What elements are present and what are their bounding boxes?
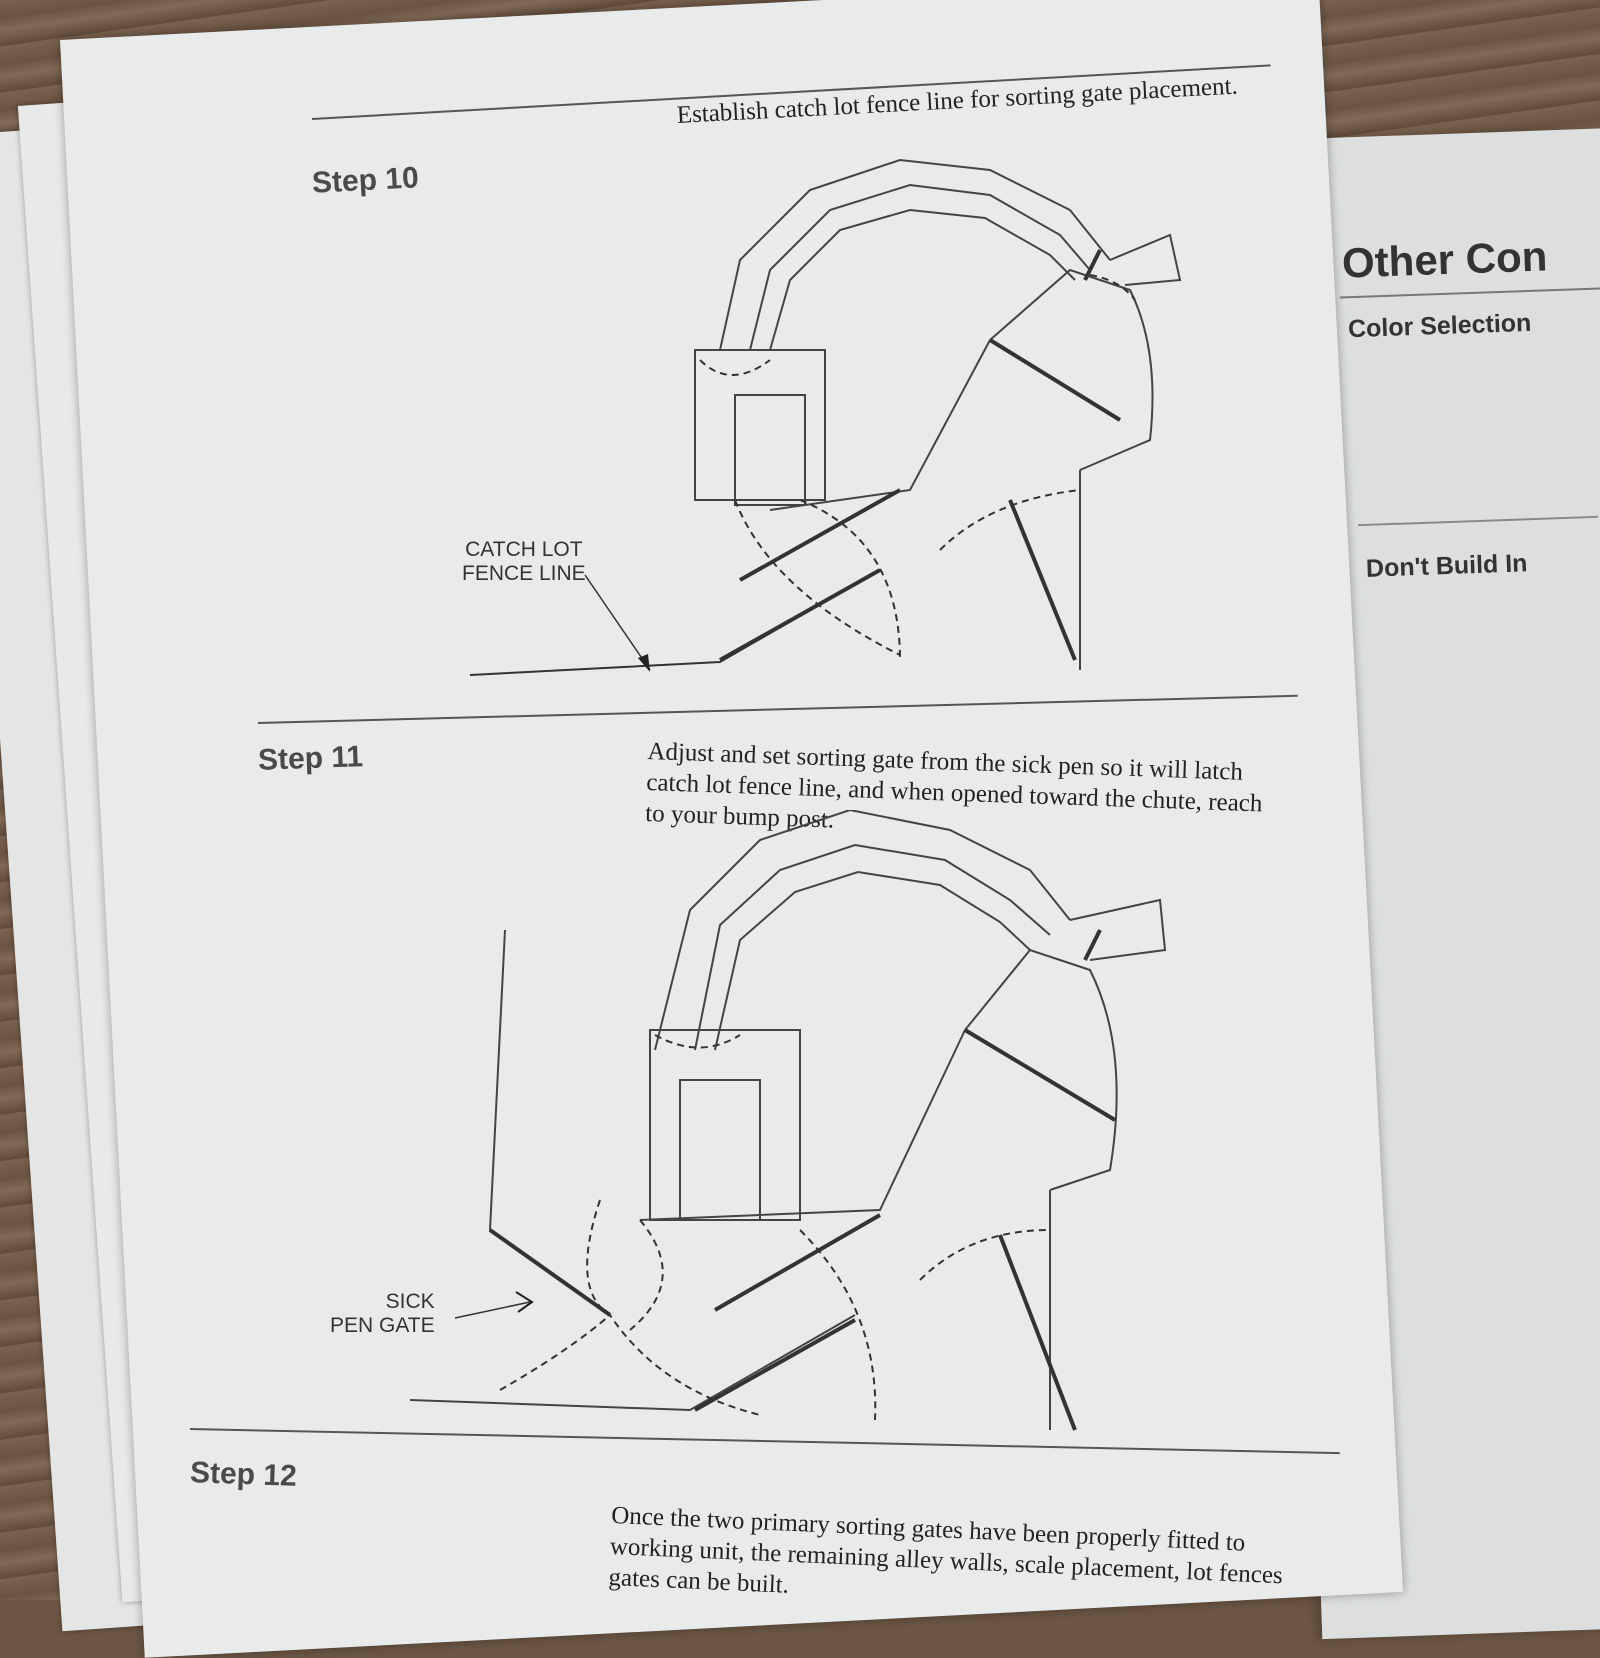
right-page-subheading-build: Don't Build In	[1365, 549, 1528, 583]
arrow-head-icon	[638, 654, 650, 672]
catch-lot-arrow	[584, 574, 651, 672]
catch-lot-callout-line1: CATCH LOT	[465, 538, 583, 561]
step11-label: Step 11	[257, 740, 364, 777]
step11-diagram	[410, 810, 1167, 1431]
right-page-heading: Other Con	[1341, 232, 1549, 287]
sick-pen-gate-callout-line2: PEN GATE	[330, 1314, 435, 1337]
sick-pen-gate-callout: SICK PEN GATE	[330, 1290, 435, 1338]
arrow-head-icon	[515, 1291, 534, 1313]
step10-label: Step 10	[311, 161, 420, 200]
step12-label: Step 12	[189, 1456, 298, 1493]
catch-lot-callout-line2: FENCE LINE	[462, 562, 586, 585]
step10-diagram	[470, 158, 1182, 676]
sick-pen-gate-callout-line1: SICK	[385, 1290, 435, 1313]
catch-lot-callout: CATCH LOT FENCE LINE	[462, 538, 586, 586]
sick-pen-gate-arrow	[454, 1291, 534, 1319]
